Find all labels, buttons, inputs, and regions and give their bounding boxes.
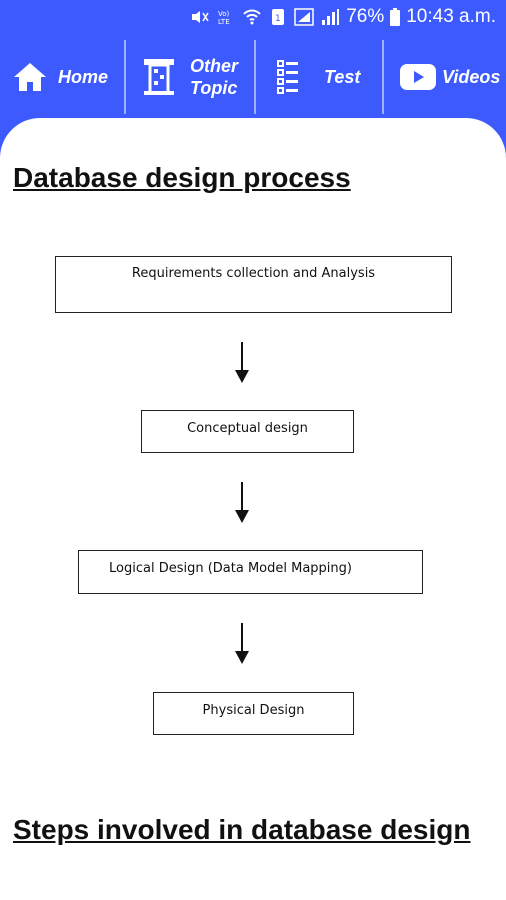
down-arrow-icon: [235, 623, 249, 664]
svg-text:1: 1: [275, 14, 281, 24]
svg-text:Vo): Vo): [218, 10, 230, 18]
nav-videos-label: Videos: [442, 66, 501, 87]
nav-test[interactable]: Test: [276, 36, 360, 118]
signal-icon: [322, 9, 340, 25]
flow-box-physical: Physical Design: [153, 692, 354, 735]
nav-home[interactable]: Home: [12, 36, 108, 118]
checklist-icon: [277, 60, 298, 94]
status-bar: Vo)LTE 1 76% 10:43 a.m.: [0, 0, 506, 36]
nav-test-label: Test: [324, 66, 361, 87]
nav-other-line1: Other: [190, 56, 239, 76]
nav-divider: [254, 40, 256, 114]
wifi-icon: [243, 9, 261, 25]
flow-box-conceptual: Conceptual design: [141, 410, 354, 453]
nav-other-line2: Topic: [190, 78, 238, 98]
battery-percent: 76%: [346, 6, 385, 27]
battery-icon: [390, 8, 401, 26]
down-arrow-icon: [235, 482, 249, 523]
flow-box-requirements: Requirements collection and Analysis: [55, 256, 452, 313]
status-icons: Vo)LTE 1 76% 10:43 a.m.: [190, 6, 496, 28]
section-heading-steps: Steps involved in database design: [13, 814, 471, 845]
top-navigation: Home Other Topic Test Videos: [0, 36, 506, 118]
play-video-icon: [400, 64, 436, 90]
nav-other-label: Other Topic: [190, 55, 238, 99]
nav-divider: [124, 40, 126, 114]
clock: 10:43 a.m.: [406, 6, 496, 27]
nav-other-topic[interactable]: Other Topic: [140, 36, 238, 118]
mute-icon: [192, 11, 209, 23]
nav-videos[interactable]: Videos: [400, 36, 500, 118]
nav-home-label: Home: [58, 66, 109, 87]
down-arrow-icon: [235, 342, 249, 383]
section-heading-process: Database design process: [13, 162, 351, 193]
volte-icon: Vo)LTE: [218, 10, 230, 26]
sim-icon: 1: [272, 9, 285, 25]
home-icon: [14, 63, 46, 91]
nav-divider: [382, 40, 384, 114]
qr-scanner-icon: [144, 59, 174, 95]
svg-text:LTE: LTE: [218, 18, 230, 26]
signal-box-icon: [294, 8, 314, 26]
flow-box-logical: Logical Design (Data Model Mapping): [78, 550, 423, 594]
content-panel: Database design process Requirements col…: [0, 118, 506, 900]
